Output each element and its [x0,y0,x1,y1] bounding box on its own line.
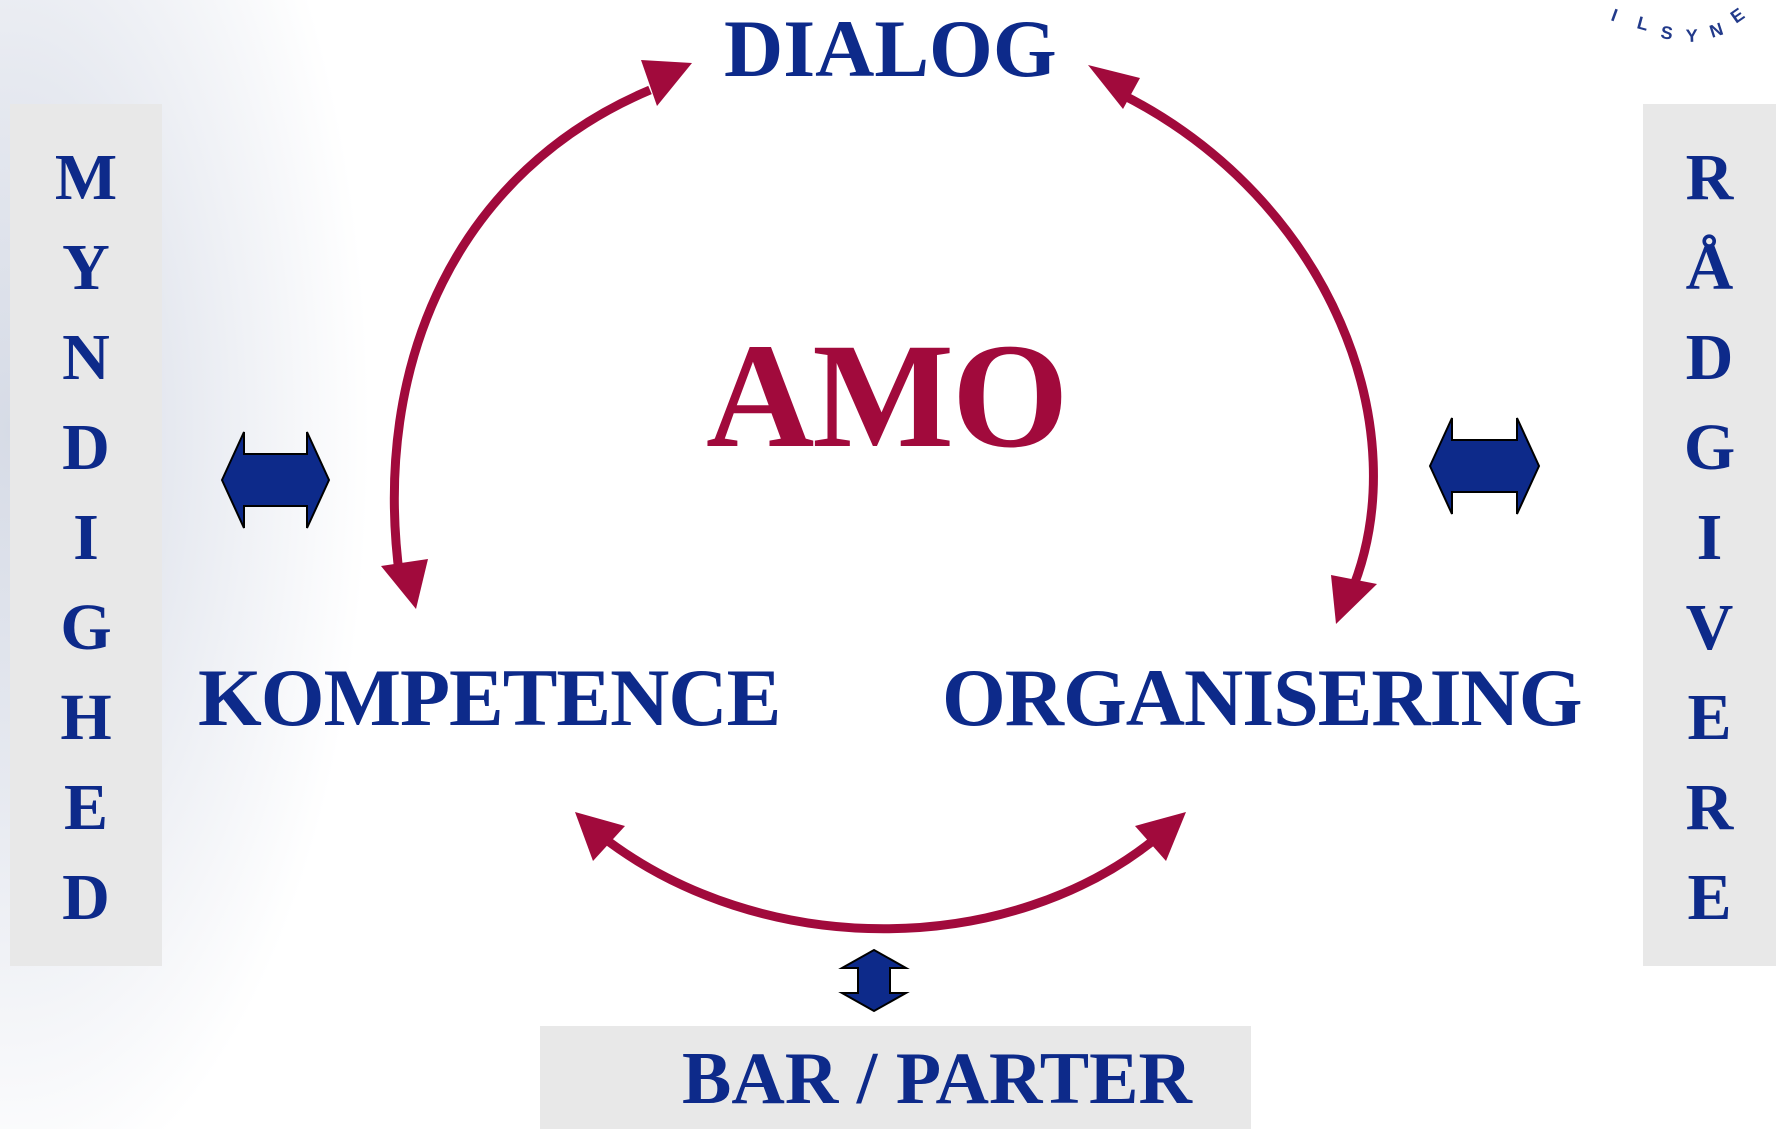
arrowhead-right-top [1088,65,1140,109]
arrow-dialog-kompetence [389,85,652,581]
raadgivere-letter: G [1683,411,1736,484]
raadgivere-letter: D [1685,321,1734,394]
myndighed-letter: G [60,591,112,664]
myndighed-letter: D [62,411,110,484]
logo-letter: I [1609,5,1621,26]
organisering-label: ORGANISERING [942,652,1583,743]
logo-letter: N [1707,19,1726,42]
myndighed-letter: D [62,861,110,934]
logo-fragment: I L S Y N E [1609,4,1749,46]
right-side-panel [1643,104,1776,966]
myndighed-letter: H [60,681,112,754]
raadgivere-letter: I [1696,501,1723,574]
raadgivere-letter: Å [1685,231,1734,304]
raadgivere-letter: R [1685,141,1734,214]
arrowhead-right-bottom [1331,575,1377,624]
arrowhead-bottom-right [1135,812,1186,861]
arrow-dialog-organisering [1120,90,1378,597]
double-arrow-bottom [838,948,910,1013]
arrowhead-bottom-left [575,812,625,861]
logo-letter: Y [1685,26,1698,46]
raadgivere-letter: E [1687,861,1732,934]
bottom-panel [540,1026,1251,1129]
arrowhead-left-bottom [381,559,428,609]
bar-parter-label: BAR / PARTER [682,1038,1192,1120]
logo-letter: L [1635,13,1651,35]
double-arrow-right [1428,417,1541,515]
raadgivere-letter: V [1685,591,1734,664]
myndighed-letter: I [73,501,99,574]
double-arrow-left [220,431,331,529]
dialog-label: DIALOG [724,3,1057,94]
left-side-panel [10,104,162,966]
myndighed-letter: E [63,771,109,844]
myndighed-letter: Y [62,231,110,304]
myndighed-letter: M [54,141,118,214]
arrowhead-left-top [641,60,692,106]
raadgivere-letter: E [1687,681,1732,754]
raadgivere-letter: R [1685,771,1734,844]
kompetence-label: KOMPETENCE [198,652,781,743]
arrow-kompetence-organisering [597,831,1163,934]
amo-center-label: AMO [706,313,1069,479]
logo-letter: S [1659,22,1674,43]
myndighed-letter: N [62,321,110,394]
